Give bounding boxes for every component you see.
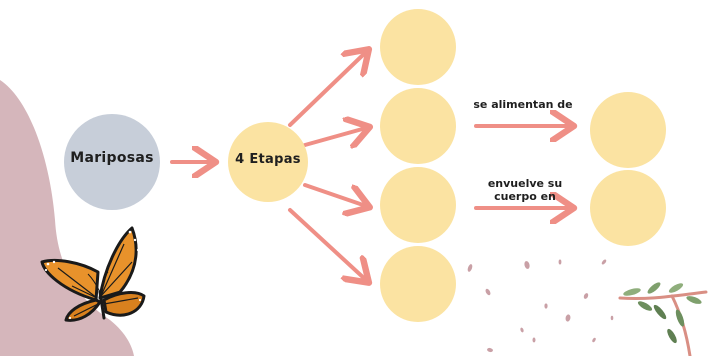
edge-label-feeds: se alimentan de (468, 98, 578, 111)
arrow-stages-to-stage-2 (305, 128, 366, 145)
falling-petals (467, 259, 614, 353)
cocoon-circle (590, 170, 666, 246)
node-etapas-label: 4 Etapas (228, 152, 308, 167)
arrow-stages-to-stage-4 (290, 210, 366, 280)
stage-circle-2 (380, 88, 456, 164)
stage-circle-3 (380, 167, 456, 243)
stage-circle-1 (380, 9, 456, 85)
arrow-stages-to-stage-1 (290, 52, 366, 125)
node-mariposas-label: Mariposas (62, 150, 162, 166)
stage-circle-4 (380, 246, 456, 322)
edge-label-wrap-line1: envuelve su (470, 177, 580, 190)
leafy-branch (620, 281, 706, 356)
arrow-stages-to-stage-3 (305, 185, 366, 206)
food-circle (590, 92, 666, 168)
edge-label-wrap-line2: cuerpo en (470, 190, 580, 203)
